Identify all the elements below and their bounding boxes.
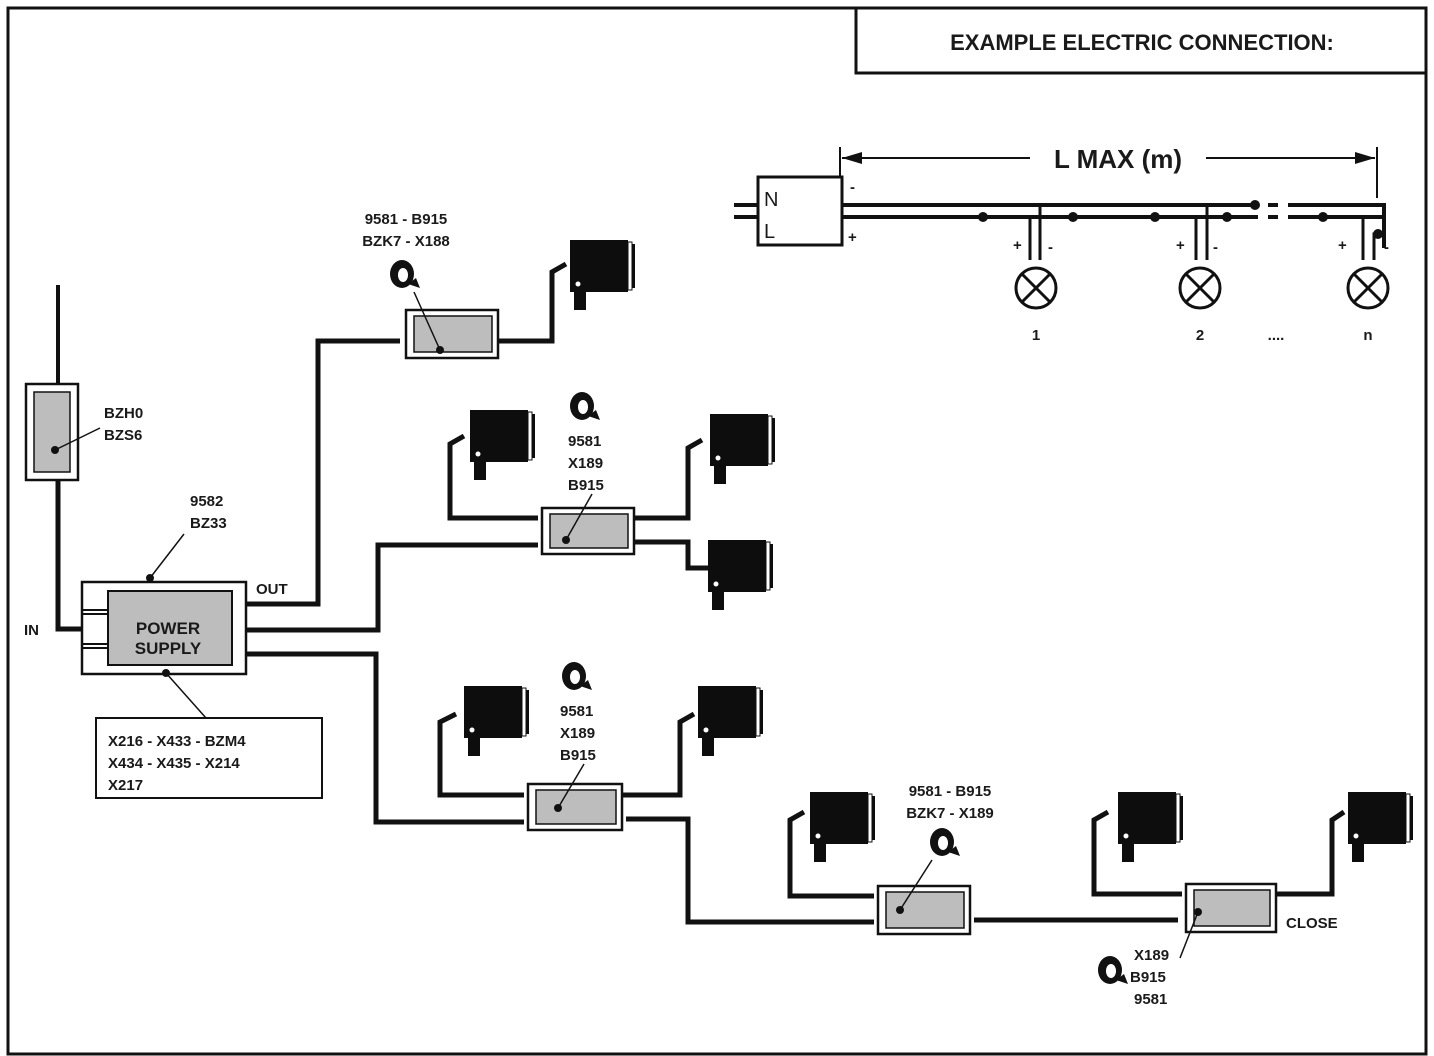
lamp1-plus: +: [1013, 237, 1022, 254]
in-label: IN: [24, 622, 39, 639]
lamp-2-icon: [1178, 266, 1222, 310]
bottom-conn-label-2: BZK7 - X189: [906, 805, 994, 822]
spotlight-icon: [1117, 791, 1184, 863]
spotlight-icon: [469, 409, 536, 481]
page-title: EXAMPLE ELECTRIC CONNECTION:: [950, 30, 1334, 55]
tape-icon: [390, 260, 420, 288]
minus-sign: -: [850, 179, 855, 196]
switch-label-2: BZS6: [104, 427, 142, 444]
low-conn-label-3: B915: [560, 747, 596, 764]
schematic: L MAX (m) N L - + + - 1 +: [734, 144, 1390, 344]
length-label: L MAX (m): [1054, 144, 1182, 174]
l-label: L: [764, 221, 775, 243]
top-connector: 9581 - B915 BZK7 - X188: [362, 211, 636, 360]
end-conn-label-1: X189: [1134, 947, 1169, 964]
lamp-n-label: n: [1363, 327, 1372, 344]
lamp-ellipsis-label: ....: [1268, 327, 1285, 344]
ps-models-2: X434 - X435 - X214: [108, 755, 240, 772]
lampn-minus: -: [1384, 239, 1389, 256]
tape-icon: [570, 392, 600, 420]
mid-conn-label-3: B915: [568, 477, 604, 494]
ps-code-1: 9582: [190, 493, 223, 510]
low-conn-label-2: X189: [560, 725, 595, 742]
bottom-connector: 9581 - B915 BZK7 - X189: [787, 783, 1178, 936]
middle-connector: 9581 X189 B915: [447, 392, 776, 611]
spotlight-icon: [463, 685, 530, 757]
spotlight-icon: [569, 239, 636, 311]
arrow-left-icon: [842, 152, 862, 164]
spotlight-icon: [809, 791, 876, 863]
low-conn-label-1: 9581: [560, 703, 593, 720]
switch-label-1: BZH0: [104, 405, 143, 422]
tape-icon: [930, 828, 960, 856]
lamp-1-label: 1: [1032, 327, 1040, 344]
arrow-right-icon: [1355, 152, 1375, 164]
end-connector: X189 B915 9581 CLOSE: [1091, 791, 1414, 1008]
end-conn-label-3: 9581: [1134, 991, 1167, 1008]
spotlight-icon: [1347, 791, 1414, 863]
spotlight-icon: [697, 685, 764, 757]
mid-conn-label-1: 9581: [568, 433, 601, 450]
wire-middle: [246, 542, 538, 633]
top-conn-label-2: BZK7 - X188: [362, 233, 450, 250]
lampn-plus: +: [1338, 237, 1347, 254]
close-label: CLOSE: [1286, 915, 1338, 932]
bottom-conn-label-1: 9581 - B915: [909, 783, 992, 800]
plus-sign: +: [848, 229, 857, 246]
top-conn-label-1: 9581 - B915: [365, 211, 448, 228]
lamp-2-label: 2: [1196, 327, 1204, 344]
ps-code-2: BZ33: [190, 515, 227, 532]
spotlight-icon: [709, 413, 776, 485]
title-box: EXAMPLE ELECTRIC CONNECTION:: [854, 6, 1428, 75]
wire-top: [246, 338, 400, 607]
tape-icon: [562, 662, 592, 690]
spotlight-icon: [707, 539, 774, 611]
lower-connector: 9581 X189 B915: [437, 662, 874, 925]
wire-lower: [246, 651, 524, 825]
power-supply-label-2: SUPPLY: [135, 639, 202, 658]
end-conn-label-2: B915: [1130, 969, 1166, 986]
out-label: OUT: [256, 581, 288, 598]
ps-models-1: X216 - X433 - BZM4: [108, 733, 246, 750]
power-supply: POWER SUPPLY 9582 BZ33 X216 - X433 - BZM…: [80, 493, 323, 799]
outer-frame: [6, 6, 1428, 1056]
lamp-n-icon: [1346, 266, 1390, 310]
n-label: N: [764, 189, 778, 211]
transformer-box: [756, 175, 844, 247]
power-supply-label-1: POWER: [136, 619, 200, 638]
input-section: BZH0 BZS6 IN: [24, 285, 143, 639]
lamp1-minus: -: [1048, 239, 1053, 256]
tape-icon: [1098, 956, 1128, 984]
lamp-1-icon: [1014, 266, 1058, 310]
ps-models-box: [95, 717, 323, 799]
lamp2-minus: -: [1213, 239, 1218, 256]
mid-conn-label-2: X189: [568, 455, 603, 472]
lamp2-plus: +: [1176, 237, 1185, 254]
ps-models-3: X217: [108, 777, 143, 794]
